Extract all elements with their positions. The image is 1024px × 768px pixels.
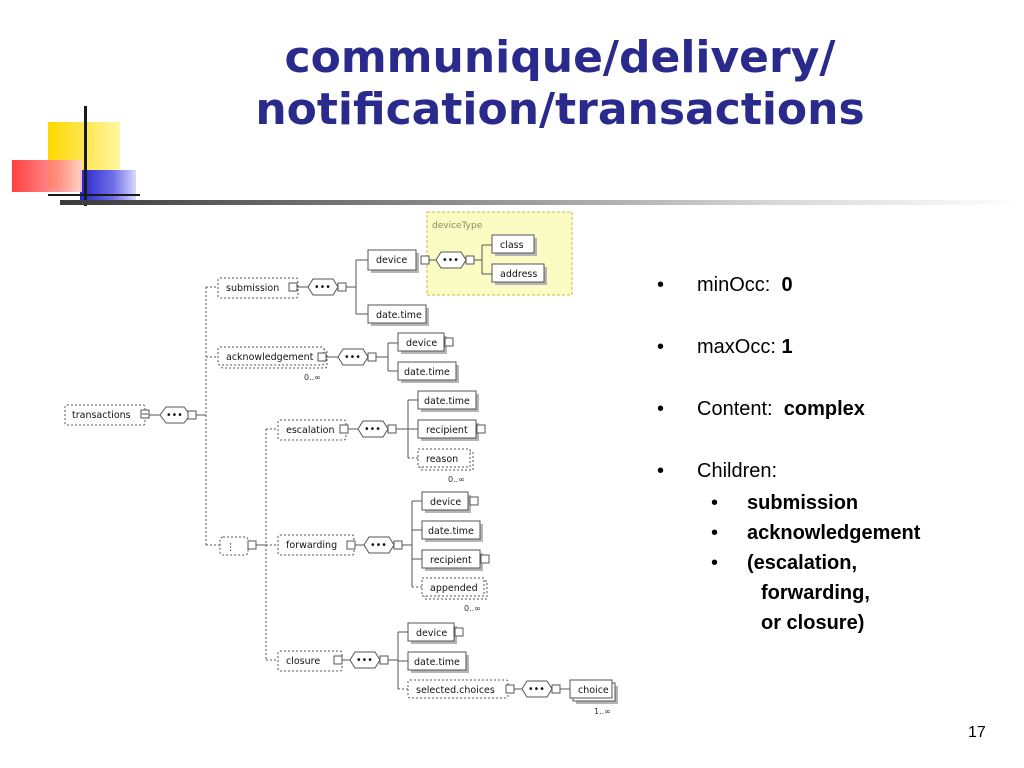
forwarding-datetime-node[interactable]: date.time xyxy=(428,526,474,537)
acknowledgement-occurrence: 0..∞ xyxy=(304,373,321,382)
forwarding-node[interactable]: forwarding xyxy=(286,540,337,551)
slide-title: communique/delivery/ notification/transa… xyxy=(160,32,960,136)
logo-vertical-line xyxy=(84,106,87,206)
svg-text:•••: ••• xyxy=(166,410,183,421)
title-divider xyxy=(60,200,1020,205)
device-type-label: deviceType xyxy=(432,221,483,231)
closure-device-node[interactable]: device xyxy=(416,628,447,639)
choice-occurrence: 1..∞ xyxy=(594,707,611,716)
child-choice-group: • (escalation, xyxy=(711,552,858,574)
logo-blue-bar xyxy=(80,170,136,202)
svg-text:•••: ••• xyxy=(528,684,545,695)
min-occurs-item: • minOcc: 0 xyxy=(657,274,793,296)
min-occurs-label: minOcc: xyxy=(697,274,771,296)
page-number: 17 xyxy=(968,724,986,741)
max-occurs-value: 1 xyxy=(781,336,793,358)
choice-node[interactable]: choice xyxy=(578,685,609,696)
child-acknowledgement: • acknowledgement xyxy=(711,522,921,544)
properties-list: • minOcc: 0 • maxOcc: 1 • Content: compl… xyxy=(655,270,1015,638)
svg-text:•••: ••• xyxy=(356,655,373,666)
acknowledgement-datetime-node[interactable]: date.time xyxy=(404,367,450,378)
max-occurs-label: maxOcc: xyxy=(697,336,776,358)
forwarding-device-node[interactable]: device xyxy=(430,497,461,508)
child-choice-forwarding: forwarding, xyxy=(761,582,870,604)
escalation-reason-node[interactable]: reason xyxy=(426,454,458,465)
address-node[interactable]: address xyxy=(500,269,537,280)
decorative-logo xyxy=(12,106,140,206)
max-occurs-item: • maxOcc: 1 xyxy=(657,336,793,358)
svg-text:•••: ••• xyxy=(364,424,381,435)
slide-title-line-1: communique/delivery/ xyxy=(284,32,836,83)
transactions-node[interactable]: transactions xyxy=(72,410,131,421)
forwarding-recipient-node[interactable]: recipient xyxy=(430,555,472,566)
acknowledgement-node[interactable]: acknowledgement xyxy=(226,352,314,363)
submission-node[interactable]: submission xyxy=(226,283,279,294)
closure-datetime-node[interactable]: date.time xyxy=(414,657,460,668)
children-label: Children: xyxy=(697,460,778,482)
child-choice-closure: or closure) xyxy=(761,612,865,634)
content-item: • Content: complex xyxy=(657,398,865,420)
escalation-node[interactable]: escalation xyxy=(286,425,335,436)
logo-horizontal-line xyxy=(48,194,140,196)
selected-choices-node[interactable]: selected.choices xyxy=(416,685,495,696)
acknowledgement-device-node[interactable]: device xyxy=(406,338,437,349)
logo-red-bar xyxy=(12,160,82,192)
appended-occurrence: 0..∞ xyxy=(464,604,481,613)
svg-text:•••: ••• xyxy=(314,282,331,293)
escalation-recipient-node[interactable]: recipient xyxy=(426,425,468,436)
closure-node[interactable]: closure xyxy=(286,656,320,667)
reason-occurrence: 0..∞ xyxy=(448,475,465,484)
svg-text:•••: ••• xyxy=(370,540,387,551)
child-submission: • submission xyxy=(711,492,859,514)
class-node[interactable]: class xyxy=(500,240,524,251)
content-label: Content: xyxy=(697,398,773,420)
slide-title-line-2: notification/transactions xyxy=(255,84,865,135)
schema-tree-diagram: deviceType transactions ••• submission •… xyxy=(64,211,618,716)
content-value: complex xyxy=(783,398,865,420)
svg-text:•••: ••• xyxy=(344,352,361,363)
submission-datetime-node[interactable]: date.time xyxy=(376,310,422,321)
svg-text:•••: ••• xyxy=(442,255,459,266)
min-occurs-value: 0 xyxy=(781,274,793,296)
children-item: • Children: xyxy=(657,460,778,482)
choice-compositor: ⋮ xyxy=(226,542,236,553)
forwarding-appended-node[interactable]: appended xyxy=(430,583,478,594)
submission-device-node[interactable]: device xyxy=(376,255,407,266)
escalation-datetime-node[interactable]: date.time xyxy=(424,396,470,407)
